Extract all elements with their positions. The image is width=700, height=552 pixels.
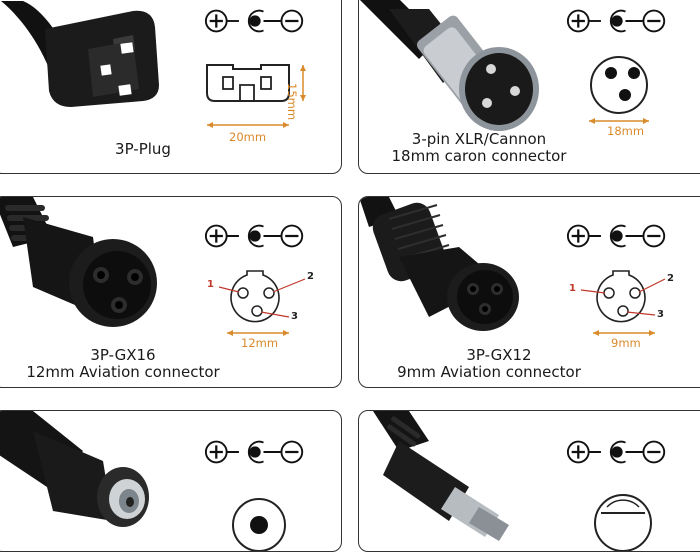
connector-name: 3P-Plug bbox=[115, 140, 171, 158]
width-dimension-label: 12mm bbox=[241, 336, 279, 350]
gx16-pinout-diagram bbox=[218, 270, 306, 336]
pin-2-label: 2 bbox=[307, 271, 314, 282]
pin-3-label: 3 bbox=[291, 311, 298, 322]
dc-socket-diagram bbox=[594, 494, 652, 551]
connector-description: 12mm Aviation connector bbox=[26, 363, 220, 381]
gx16-plug-illustration bbox=[0, 197, 157, 327]
connector-description: 9mm Aviation connector bbox=[397, 363, 581, 381]
connector-card-dc-barrel bbox=[0, 410, 342, 552]
connector-description: 18mm caron connector bbox=[391, 147, 567, 165]
iec-socket-diagram bbox=[206, 64, 306, 128]
connector-card-dc-round bbox=[358, 410, 700, 552]
barrel-plug-illustration bbox=[0, 411, 149, 527]
connector-name: 3P-GX12 bbox=[466, 346, 532, 364]
pin-1-label: 1 bbox=[207, 279, 214, 290]
xlr-socket-diagram bbox=[589, 56, 649, 124]
connector-card-gx12: 1 2 3 9mm 3P-GX12 9mm Aviation connector bbox=[358, 196, 700, 388]
connector-name: 3-pin XLR/Cannon bbox=[411, 130, 547, 148]
gx12-plug-illustration bbox=[359, 197, 519, 331]
connector-card-xlr: 18mm 3-pin XLR/Cannon 18mm caron connect… bbox=[358, 0, 700, 174]
width-dimension-label: 20mm bbox=[229, 130, 267, 144]
connector-card-3p-plug: 20mm 15mm 3P-Plug bbox=[0, 0, 342, 174]
xlr-plug-illustration bbox=[360, 0, 539, 131]
width-dimension-label: 9mm bbox=[611, 336, 641, 350]
connector-name: 3P-GX16 bbox=[90, 346, 156, 364]
pin-1-label: 1 bbox=[569, 283, 576, 294]
barrel-socket-diagram bbox=[232, 498, 286, 551]
width-dimension-label: 18mm bbox=[607, 124, 645, 138]
iec-plug-illustration bbox=[1, 1, 159, 107]
gx12-pinout-diagram bbox=[580, 270, 666, 336]
height-dimension-label: 15mm bbox=[285, 83, 299, 121]
pin-2-label: 2 bbox=[667, 273, 674, 284]
pin-3-label: 3 bbox=[657, 309, 664, 320]
connector-card-gx16: 1 2 3 12mm 3P-GX16 12mm Aviation connect… bbox=[0, 196, 342, 388]
